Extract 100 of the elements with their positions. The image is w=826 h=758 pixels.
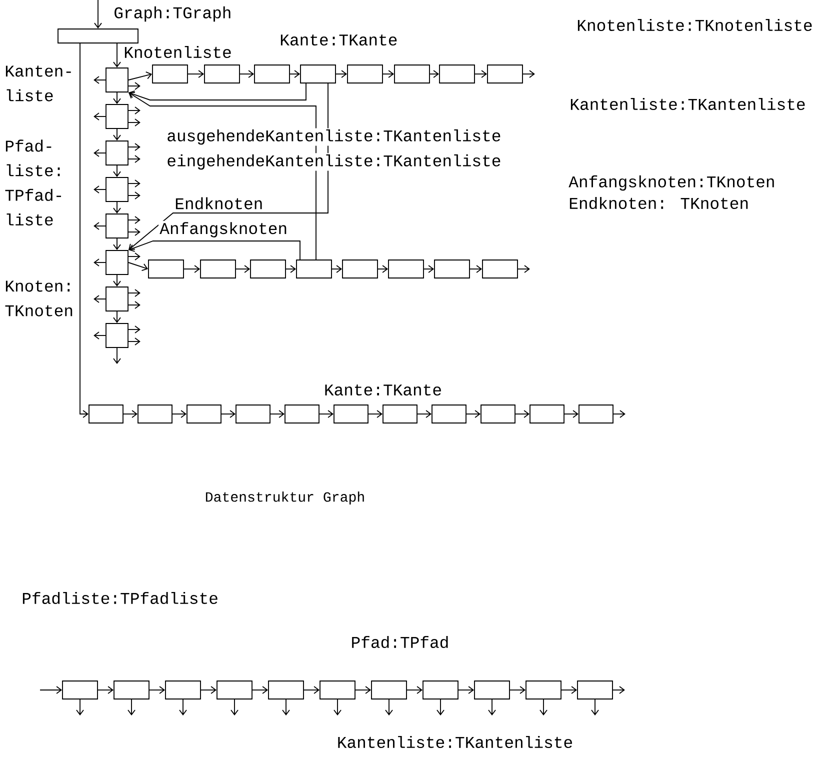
record-box [382, 404, 418, 424]
arrow [564, 410, 579, 418]
text-label: Kanten- liste [3, 64, 78, 102]
arrow [40, 686, 62, 694]
text-label: Pfad:TPfad [350, 634, 450, 650]
arrow [474, 70, 488, 78]
arrow [128, 180, 140, 188]
arrow [94, 295, 106, 303]
arrow [94, 258, 106, 266]
arrow [378, 265, 388, 273]
arrow [128, 252, 140, 260]
arrow [240, 70, 254, 78]
record-box [482, 260, 518, 278]
arrow [113, 165, 121, 178]
arrow [184, 265, 200, 273]
arrow [382, 70, 394, 78]
arrow [470, 265, 482, 273]
arrow [561, 686, 578, 694]
arrow [128, 143, 140, 151]
arrow [334, 699, 342, 716]
record-box [296, 260, 332, 278]
text-label: Kante:TKante [278, 33, 399, 47]
arrow [128, 155, 140, 163]
arrow [188, 70, 204, 78]
arrow [149, 686, 166, 694]
record-box [394, 64, 430, 84]
record-box [250, 260, 286, 278]
record-box [106, 323, 128, 348]
record-box [347, 64, 383, 84]
caption: Datenstruktur Graph [206, 491, 364, 505]
graph-box [58, 28, 138, 44]
arrow [128, 92, 316, 260]
record-box [62, 680, 98, 700]
arrow [113, 274, 121, 287]
arrow [200, 686, 217, 694]
record-box [165, 680, 201, 700]
text-label: Knotenliste [122, 44, 234, 60]
record-box [371, 680, 407, 700]
arrow [286, 265, 296, 273]
text-label: Graph:TGraph [112, 5, 233, 23]
text-label: Endknoten: TKnoten [567, 196, 750, 210]
arrow [510, 686, 526, 694]
arrow [172, 410, 187, 418]
arrow [113, 92, 121, 104]
text-label: Kante:TKante [322, 383, 444, 397]
arrow [94, 112, 106, 120]
record-box [578, 404, 614, 424]
arrow [332, 265, 342, 273]
arrow [458, 686, 474, 694]
arrow [98, 686, 114, 694]
record-box [526, 680, 562, 700]
arrow [613, 410, 626, 418]
arrow [128, 192, 140, 200]
arrow [113, 238, 121, 250]
arrow [113, 311, 121, 324]
record-box [106, 214, 128, 238]
arrow [113, 128, 121, 141]
text-label: ausgehendeKantenliste:TKantenliste [165, 128, 502, 146]
record-box [422, 680, 458, 700]
record-box [236, 404, 270, 424]
arrow [488, 699, 496, 716]
record-box [200, 260, 236, 278]
record-box [480, 404, 516, 424]
arrow [591, 699, 599, 716]
arrow [518, 265, 530, 273]
record-box [204, 64, 240, 84]
text-label: eingehendeKantenliste:TKantenliste [165, 153, 502, 171]
text-label: Knotenliste:TKnotenliste [575, 18, 814, 32]
text-label: Kantenliste:TKantenliste [336, 734, 574, 750]
arrow [540, 699, 548, 716]
record-box [320, 680, 356, 700]
record-box [432, 404, 466, 424]
arrow [355, 686, 372, 694]
arrow [128, 83, 306, 100]
arrow [94, 186, 106, 194]
record-box [334, 404, 368, 424]
record-box [106, 177, 128, 202]
arrow [430, 70, 440, 78]
arrow [179, 699, 187, 716]
record-box [530, 404, 564, 424]
arrow [612, 686, 625, 694]
arrow [128, 216, 140, 224]
arrow [128, 289, 140, 297]
arrow [466, 410, 481, 418]
arrow [515, 410, 530, 418]
arrow [76, 699, 84, 716]
edge-label: Anfangsknoten [158, 220, 289, 239]
arrow [94, 332, 106, 340]
arrow [368, 410, 383, 418]
arrow [128, 118, 140, 126]
arrow [113, 348, 121, 364]
arrow [113, 202, 121, 214]
arrow [270, 410, 285, 418]
record-box [577, 680, 613, 700]
arrow [128, 71, 152, 80]
arrow [128, 82, 140, 90]
record-box [106, 250, 128, 275]
arrow [128, 301, 140, 309]
arrow [128, 262, 148, 272]
record-box [434, 260, 470, 278]
